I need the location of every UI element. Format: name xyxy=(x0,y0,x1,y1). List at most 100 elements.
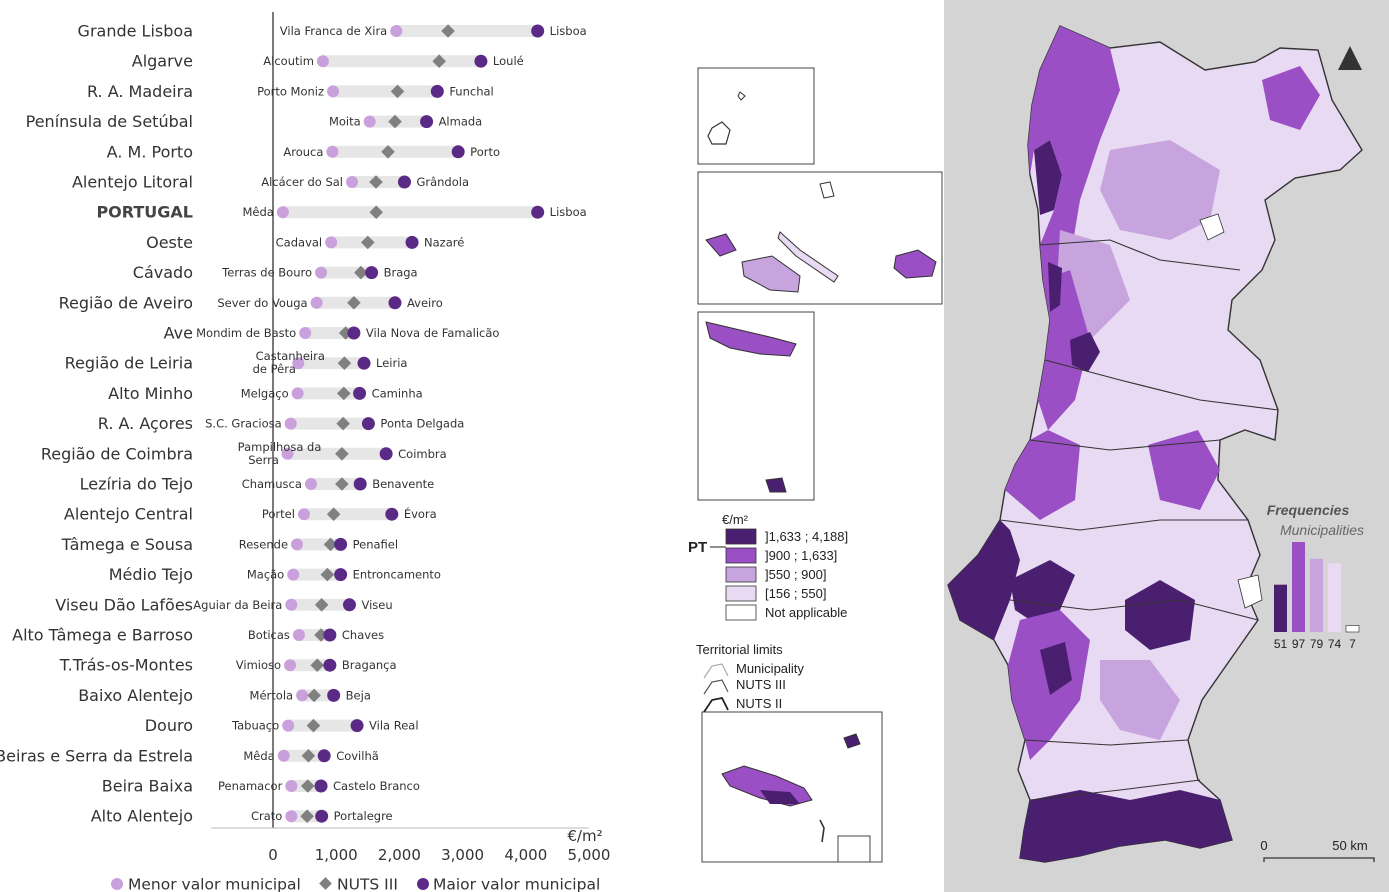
island-insets xyxy=(697,67,943,863)
region-label: Baixo Alentejo xyxy=(78,686,193,705)
nuts-value-marker xyxy=(314,598,329,612)
max-value-marker xyxy=(353,477,367,491)
max-value-marker xyxy=(327,688,341,702)
zone-alentejo-litoral xyxy=(1040,642,1072,695)
zone-viseu-dark xyxy=(1070,332,1100,372)
min-value-marker xyxy=(390,25,403,37)
legend-class-label: ]900 ; 1,633] xyxy=(765,548,837,563)
min-value-marker xyxy=(292,357,305,370)
legend-class-label: ]550 ; 900] xyxy=(765,567,826,582)
max-value-marker xyxy=(353,386,367,400)
nuts-value-marker xyxy=(336,416,350,431)
min-municipality-label: Moita xyxy=(329,115,361,129)
x-tick-label: 1,000 xyxy=(315,846,358,864)
range-bar xyxy=(322,55,481,68)
max-municipality-label: Portalegre xyxy=(334,809,393,823)
min-value-marker xyxy=(299,327,312,339)
region-label: Douro xyxy=(145,716,193,735)
legend-nuts-marker xyxy=(319,877,332,890)
inset-azores-saomiguel xyxy=(893,249,937,279)
nuts-value-marker xyxy=(347,296,361,310)
max-value-marker xyxy=(430,84,444,98)
region-label: Grande Lisboa xyxy=(78,22,193,41)
legend-class-label: ]1,633 ; 4,188] xyxy=(765,529,848,544)
x-tick-label: 5,000 xyxy=(568,846,611,864)
frequency-bar xyxy=(1310,558,1323,632)
chart-row: Baixo Alentejo Mértola Beja xyxy=(78,686,371,705)
frequency-bar xyxy=(1292,542,1305,632)
min-value-marker xyxy=(310,296,323,309)
min-municipality-label: Mértola xyxy=(250,688,294,702)
max-municipality-label: Covilhã xyxy=(336,749,379,763)
inset-madeira-funchal xyxy=(760,790,800,804)
max-municipality-label: Viseu xyxy=(361,598,392,612)
min-value-marker xyxy=(346,176,358,188)
min-value-marker xyxy=(327,85,340,98)
nuts-value-marker xyxy=(336,386,351,401)
map-legend: €/m² PT ]1,633 ; 4,188]]900 ; 1,633]]550… xyxy=(688,512,848,713)
min-value-marker xyxy=(284,417,297,430)
frequency-bar xyxy=(1345,625,1360,633)
max-value-marker xyxy=(323,658,337,672)
inset-corvo-shape xyxy=(707,121,731,145)
min-municipality-label: Crato xyxy=(251,809,282,823)
min-value-marker xyxy=(304,478,317,490)
max-value-marker xyxy=(350,719,364,733)
scale-50km: 50 km xyxy=(1332,838,1367,853)
legend-max-label: Maior valor municipal xyxy=(433,876,600,892)
inset-flores-shape xyxy=(737,91,746,101)
max-value-marker xyxy=(531,205,545,219)
legend-nuts-label: NUTS III xyxy=(337,876,398,892)
max-municipality-label: Beja xyxy=(346,688,371,702)
min-municipality-label: Alcoutim xyxy=(263,54,314,68)
region-label: Oeste xyxy=(146,233,193,252)
inset-selvagens-box xyxy=(837,835,871,863)
legend-class-swatch xyxy=(725,566,757,583)
region-label: R. A. Madeira xyxy=(87,82,193,101)
inset-azores-pico xyxy=(741,255,801,293)
max-value-marker xyxy=(388,296,402,310)
legend-class-swatch xyxy=(725,528,757,545)
max-municipality-label: Grândola xyxy=(416,175,469,189)
zone-not-applicable-1 xyxy=(1199,213,1225,241)
nuts-value-marker xyxy=(337,356,352,370)
zone-not-applicable-2 xyxy=(1237,574,1263,609)
max-municipality-label: Lisboa xyxy=(550,205,587,219)
max-value-marker xyxy=(314,779,328,793)
max-value-marker xyxy=(315,809,329,823)
min-municipality-label: Portel xyxy=(262,507,295,521)
inset-desertas xyxy=(819,819,825,843)
min-value-marker xyxy=(282,719,295,732)
limits-list: Municipality NUTS III NUTS II xyxy=(703,661,804,713)
legend-min-label: Menor valor municipal xyxy=(128,876,301,892)
zone-castelo-branco xyxy=(1148,430,1220,510)
min-value-marker xyxy=(292,629,305,641)
nuts-value-marker xyxy=(300,779,315,793)
max-municipality-label: Évora xyxy=(404,506,437,521)
max-value-marker xyxy=(323,628,337,642)
frequency-subtitle: Municipalities xyxy=(1280,522,1364,538)
limit-municipality: Municipality xyxy=(736,661,804,676)
max-value-marker xyxy=(385,507,399,521)
min-municipality-label: Mêda xyxy=(243,749,274,763)
min-municipality-label: Vimioso xyxy=(236,658,281,672)
nuts-value-marker xyxy=(310,658,325,672)
scale-zero: 0 xyxy=(1260,838,1267,853)
nuts-value-marker xyxy=(300,809,314,823)
zone-lisboa xyxy=(948,520,1020,640)
max-value-marker xyxy=(474,54,488,68)
max-value-marker xyxy=(451,145,465,159)
max-municipality-label: Coimbra xyxy=(398,447,447,461)
range-bar xyxy=(332,145,459,158)
min-value-marker xyxy=(363,115,376,128)
min-municipality-label: Sever do Vouga xyxy=(217,296,307,310)
